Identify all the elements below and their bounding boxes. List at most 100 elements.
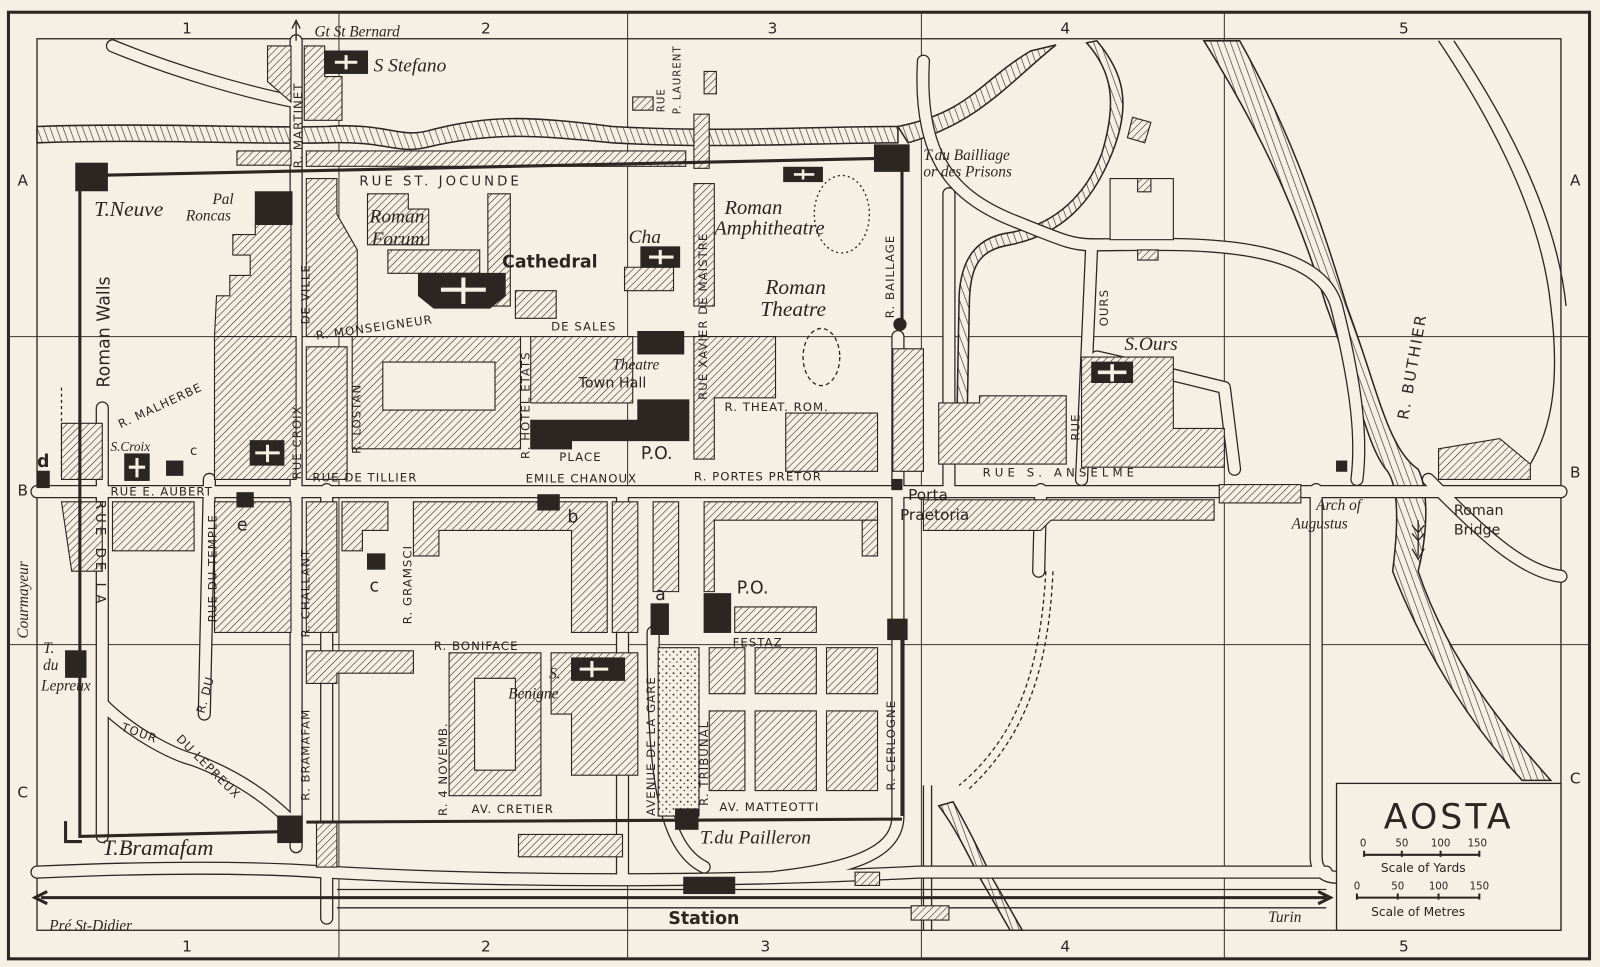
- post-office-2: [703, 593, 732, 633]
- yards-tick: 0: [1360, 839, 1366, 850]
- col-label-bottom: 2: [481, 938, 491, 956]
- street-rue: RUE: [656, 88, 667, 112]
- label-town-hall: Town Hall: [578, 376, 647, 392]
- label-t-lepreux: Lepreux: [40, 678, 91, 695]
- col-label-bottom: 5: [1399, 938, 1409, 956]
- grid-labels: 1 2 3 4 5 1 2 3 4 5 A B C A B C: [17, 20, 1581, 956]
- church-cross-icon: [783, 166, 823, 183]
- col-label-top: 4: [1060, 20, 1070, 38]
- map-title: AOSTA: [1384, 797, 1514, 837]
- street-bramafam: R. BRAMAFAM: [298, 709, 312, 801]
- label-t-lepreux: du: [43, 657, 59, 674]
- key-d-building: [36, 470, 50, 489]
- street-emile-chanoux: EMILE CHANOUX: [526, 471, 638, 485]
- street-maistre: RUE XAVIER DE MAISTRE: [696, 233, 710, 400]
- key-a-building: [650, 603, 669, 635]
- street-gare: AVENUE DE LA GARE: [644, 676, 658, 816]
- street-novemb: R. 4 NOVEMB.: [436, 722, 450, 816]
- label-arch-augustus: Augustus: [1291, 515, 1348, 532]
- col-label-top: 3: [768, 20, 778, 38]
- church-cross-icon: [1091, 361, 1134, 384]
- theatre-tower-mark: [893, 317, 907, 332]
- church-cross-icon: [571, 657, 626, 681]
- key-letter-c: c: [370, 577, 380, 597]
- arch-augustus-mark: [1336, 460, 1348, 472]
- metres-tick: 0: [1354, 881, 1360, 892]
- landmarks: [36, 50, 1348, 895]
- key-b-building: [537, 494, 560, 511]
- key-letter-e: e: [237, 515, 248, 535]
- street-cerlogne: R. CERLOGNE: [884, 700, 898, 791]
- row-label-right: B: [1570, 463, 1581, 481]
- label-roman-theatre: Roman: [764, 275, 826, 299]
- label-t-neuve: T.Neuve: [94, 197, 164, 221]
- row-label-left: A: [17, 172, 28, 190]
- label-roman-theatre: Theatre: [760, 297, 826, 321]
- scale-metres-label: Scale of Metres: [1371, 905, 1465, 919]
- yards-tick: 150: [1468, 839, 1487, 850]
- direction-courmayeur: Courmayeur: [15, 561, 32, 638]
- label-t-lepreux: T.: [43, 640, 54, 657]
- roman-walls: [64, 156, 904, 844]
- stream-east: [1437, 40, 1567, 480]
- post-office-building: [530, 399, 690, 450]
- label-roman-bridge: Bridge: [1454, 523, 1501, 539]
- street-matteotti: AV. MATTEOTTI: [719, 800, 819, 814]
- legend-box: AOSTA 0 50 100 150 0 50 100 150 Scale of…: [1335, 782, 1562, 931]
- street-rue-ours: RUE: [1068, 413, 1082, 440]
- label-roncas: Roncas: [185, 207, 231, 224]
- church-cross-icon: [640, 246, 681, 268]
- canal-east: [896, 44, 1057, 144]
- label-s-benigne: S.: [549, 665, 560, 682]
- tower-neuve: [75, 162, 108, 192]
- scale-bar-yards: [1363, 850, 1481, 857]
- street-anselme: RUE S. ANSELME: [983, 465, 1139, 479]
- label-porta-praetoria: Praetoria: [900, 506, 969, 524]
- street-hotel-etats: R. HOTEL ETATS: [519, 351, 533, 459]
- metres-tick: 50: [1391, 881, 1404, 892]
- street-de-sales: DE SALES: [551, 319, 616, 333]
- key-letter-a: a: [655, 585, 666, 605]
- label-amphitheatre: Roman: [724, 197, 783, 219]
- key-e-building: [236, 492, 254, 508]
- tower-lepreux: [65, 650, 87, 678]
- street-cretier: AV. CRETIER: [472, 802, 554, 816]
- street-theat-rom: R. THEAT. ROM.: [725, 400, 829, 414]
- scale-yards-label: Scale of Yards: [1381, 861, 1466, 875]
- col-label-top: 1: [182, 20, 192, 38]
- street-baillage: R. BAILLAGE: [883, 235, 897, 319]
- label-s-ours: S.Ours: [1124, 334, 1177, 355]
- tower-cerlogne: [887, 618, 908, 641]
- palazzo-roncas: [254, 191, 293, 225]
- col-label-top: 2: [481, 20, 491, 38]
- key-letter-d: d: [37, 452, 49, 472]
- public-garden: [657, 647, 700, 817]
- river-flow-arrow-icon: [1411, 520, 1425, 561]
- scale-bar-metres: [1355, 893, 1481, 900]
- label-s-croix: S.Croix: [110, 439, 150, 454]
- label-pal: Pal: [211, 191, 233, 208]
- metres-tick: 150: [1470, 881, 1489, 892]
- street-rue-croix: RUE CROIX: [290, 405, 304, 479]
- key-letter-b: b: [567, 507, 578, 527]
- church-cross-icon: [124, 453, 150, 481]
- canal-north: [36, 117, 899, 151]
- tower-pailleron: [675, 808, 699, 830]
- street-lostan: R. LOSTAN: [349, 384, 363, 454]
- label-t-bramafam: T.Bramafam: [102, 835, 213, 860]
- row-label-right: C: [1570, 769, 1581, 787]
- street-challant: R. CHALLANT: [298, 549, 312, 638]
- place-labels: Gt St Bernard S Stefano T.Neuve Pal Ronc…: [15, 24, 1504, 935]
- church-cross-icon: [417, 272, 506, 309]
- street-jocunde: RUE ST. JOCUNDE: [359, 175, 522, 190]
- tower-bramafam: [277, 815, 303, 844]
- street-tillier: RUE DE TILLIER: [312, 470, 417, 484]
- label-theatre: Theatre: [612, 356, 659, 373]
- street-temple: RUE DU TEMPLE: [206, 514, 220, 622]
- direction-pre-st-didier: Pré St-Didier: [48, 917, 132, 934]
- col-label-bottom: 3: [760, 938, 770, 956]
- street-malherbe: R. MALHERBE: [116, 380, 204, 431]
- north-arrow-icon: [291, 18, 301, 41]
- label-place: PLACE: [559, 450, 601, 464]
- label-roman-walls: Roman Walls: [94, 276, 114, 387]
